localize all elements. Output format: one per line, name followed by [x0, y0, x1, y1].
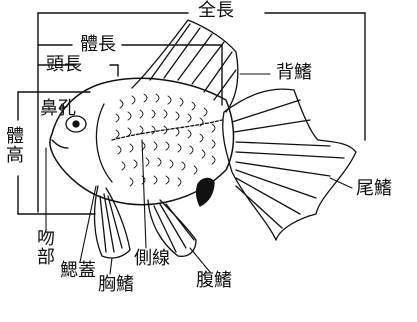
label-total-length: 全長 — [198, 2, 234, 20]
label-body-length: 體長 — [80, 36, 116, 54]
label-body-height: 體高 — [5, 128, 25, 166]
label-pelvic-fin: 腹鰭 — [196, 272, 232, 290]
pointer-lines — [46, 74, 352, 274]
label-nostril: 鼻孔 — [40, 100, 76, 118]
label-pectoral-fin: 胸鰭 — [98, 276, 134, 294]
label-gill-cover: 鰓蓋 — [60, 262, 96, 280]
label-head-length: 頭長 — [46, 56, 82, 74]
anal-fin-shape — [197, 178, 214, 206]
label-dorsal-fin: 背鰭 — [276, 64, 312, 82]
scales — [116, 94, 215, 186]
pectoral-fin-shape — [95, 186, 130, 258]
tail-fin-shape — [223, 89, 356, 240]
label-snout: 吻部 — [36, 230, 56, 268]
label-tail-fin: 尾鰭 — [356, 180, 392, 198]
label-lateral-line: 側線 — [134, 250, 170, 268]
